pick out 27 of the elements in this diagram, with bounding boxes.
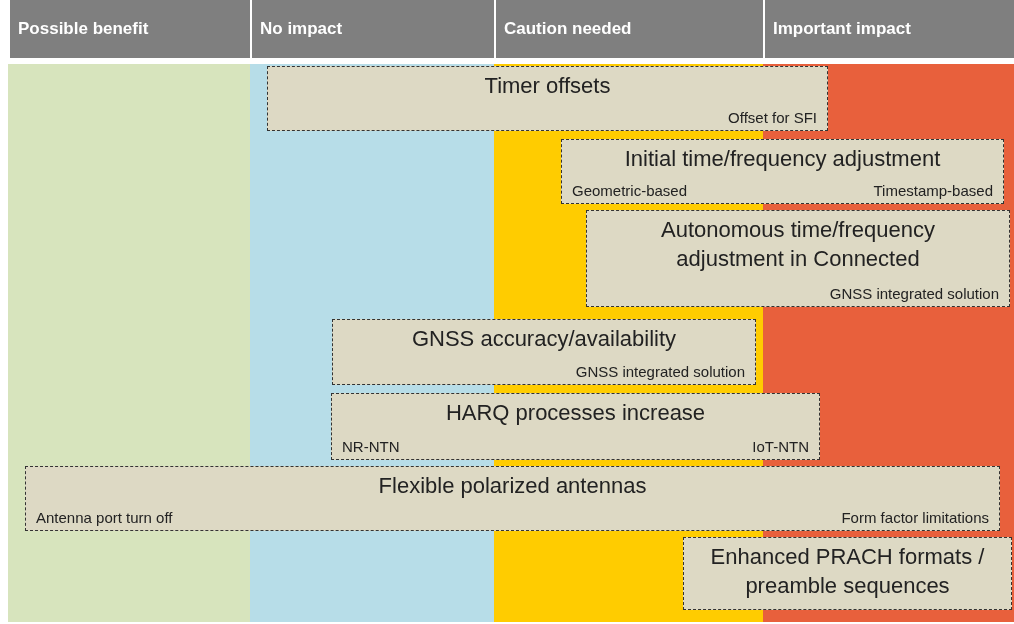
- feature-note: Offset for SFI: [728, 109, 817, 126]
- feature-title: GNSS accuracy/availability: [411, 325, 677, 353]
- feature-box: [561, 139, 1004, 204]
- feature-title: Flexible polarized antennas: [378, 472, 647, 500]
- feature-note: IoT-NTN: [752, 438, 809, 455]
- feature-note: Form factor limitations: [841, 509, 989, 526]
- feature-title: HARQ processes increase: [445, 399, 706, 427]
- feature-note: NR-NTN: [342, 438, 400, 455]
- column-header: Possible benefit: [8, 0, 250, 58]
- feature-box: [331, 393, 820, 460]
- feature-note: Timestamp-based: [873, 182, 993, 199]
- feature-title: Timer offsets: [484, 72, 611, 100]
- column-header: No impact: [250, 0, 494, 58]
- feature-note: GNSS integrated solution: [829, 285, 999, 302]
- feature-box: [25, 466, 1000, 531]
- feature-box: [683, 537, 1012, 610]
- feature-title: Initial time/frequency adjustment: [624, 145, 941, 173]
- feature-title: Enhanced PRACH formats / preamble sequences: [709, 543, 986, 600]
- feature-note: Geometric-based: [572, 182, 688, 199]
- column-header: Important impact: [763, 0, 1014, 58]
- column-header: Caution needed: [494, 0, 763, 58]
- feature-title: Autonomous time/frequency adjustment in Connected: [660, 216, 936, 273]
- feature-note: GNSS integrated solution: [575, 363, 745, 380]
- feature-box: [332, 319, 756, 385]
- feature-box: [267, 66, 828, 131]
- feature-note: Antenna port turn off: [36, 509, 173, 526]
- feature-box: [586, 210, 1010, 307]
